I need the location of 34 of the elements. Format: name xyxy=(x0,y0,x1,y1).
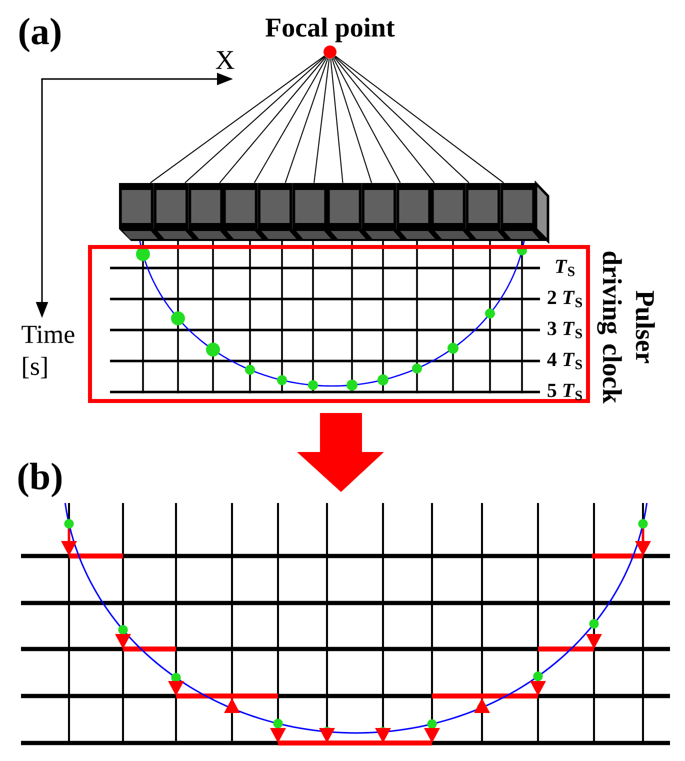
line xyxy=(219,56,326,184)
line xyxy=(330,58,344,184)
transducer-element xyxy=(500,183,535,229)
line xyxy=(254,57,328,184)
line xyxy=(184,56,326,184)
transducer-element xyxy=(223,183,258,229)
panel-label: (a) xyxy=(20,18,60,52)
time-label: 2 T$_{S}$ xyxy=(548,290,582,308)
transducer-element xyxy=(466,183,500,229)
frame-label: Pulser driving clock xyxy=(597,252,655,404)
line xyxy=(150,55,326,184)
transducer-element xyxy=(362,183,396,229)
transducer-element xyxy=(119,183,154,229)
line xyxy=(314,58,330,184)
line xyxy=(334,56,435,184)
line xyxy=(334,56,504,184)
transducer-element xyxy=(431,183,466,229)
line xyxy=(334,56,470,184)
line xyxy=(284,58,328,184)
transducer-element xyxy=(188,183,223,229)
time-label: T$_{S}$ xyxy=(556,260,574,276)
time-label: 4 T$_{S}$ xyxy=(547,352,582,370)
line xyxy=(332,58,372,184)
axis-label: X xyxy=(216,51,234,69)
time-label: 3 T$_{S}$ xyxy=(548,322,582,338)
line xyxy=(332,57,401,184)
time-label: 5 T$_{S}$ xyxy=(548,384,582,400)
transducer-element xyxy=(327,183,362,229)
node-label: Focal point xyxy=(266,18,395,42)
transducer-element xyxy=(258,183,292,229)
transducer-element xyxy=(154,183,188,229)
transducer-element xyxy=(292,183,327,229)
transducer-element xyxy=(396,183,431,229)
panel-label: (b) xyxy=(18,462,62,498)
